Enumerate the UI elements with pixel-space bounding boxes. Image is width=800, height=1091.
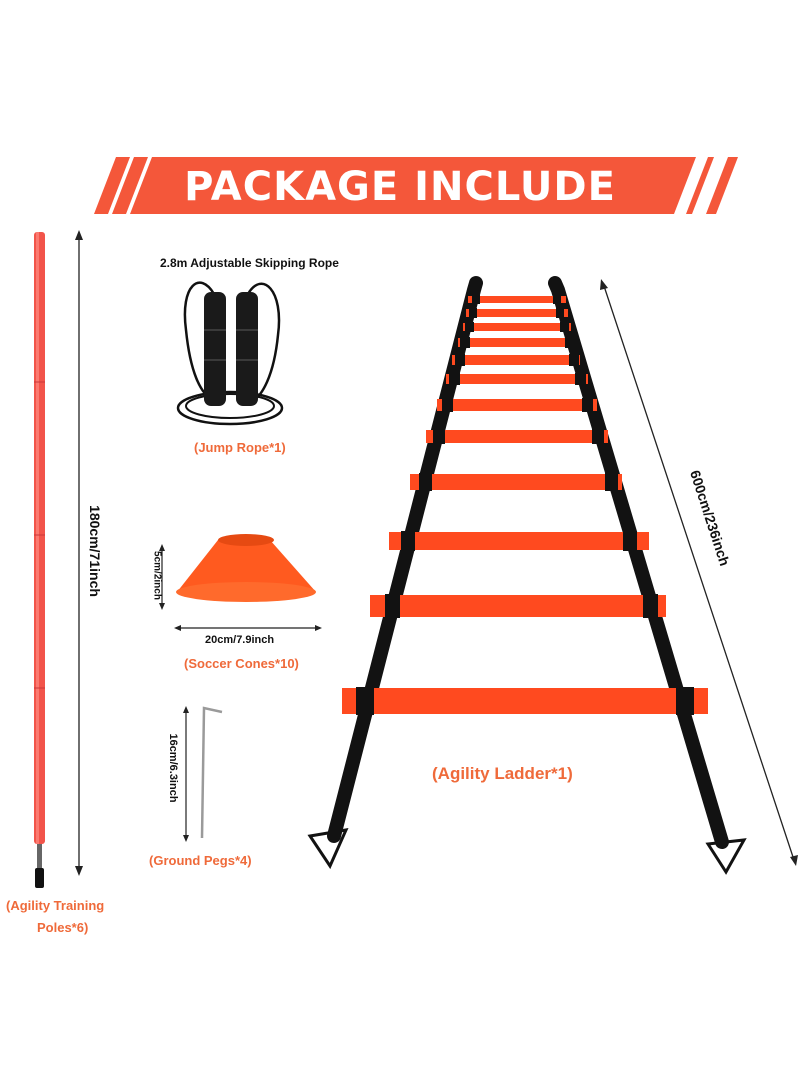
peg-length-label: 16cm/6.3inch [167,733,179,803]
ground-peg [200,706,223,839]
cone-height-arrow [159,544,165,610]
banner-stripes-right [674,157,728,214]
cone-width-arrow [174,625,322,631]
agility-ladder [307,276,747,875]
banner-title: PACKAGE INCLUDE [184,164,616,210]
cone-width-label: 20cm/7.9inch [205,634,275,646]
peg-dimension-arrow [183,706,189,842]
jump-rope-caption: (Jump Rope*1) [194,440,286,455]
pole-length-label: 180cm/71inch [87,505,103,597]
skipping-rope [176,281,284,426]
banner-background [94,157,738,214]
soccer-cone [176,534,316,602]
ground-pegs-caption: (Ground Pegs*4) [149,853,252,868]
poles-caption-line2: Poles*6) [37,920,89,935]
soccer-cones-caption: (Soccer Cones*10) [184,656,299,671]
agility-ladder-caption: (Agility Ladder*1) [432,764,573,783]
ladder-dimension-arrow [600,279,798,866]
cone-height-label: 5cm/2inch [151,551,163,600]
poles-caption-line1: (Agility Training [6,898,105,913]
agility-pole [34,232,45,888]
pole-dimension-arrow [75,230,83,876]
skipping-rope-heading: 2.8m Adjustable Skipping Rope [160,256,339,270]
